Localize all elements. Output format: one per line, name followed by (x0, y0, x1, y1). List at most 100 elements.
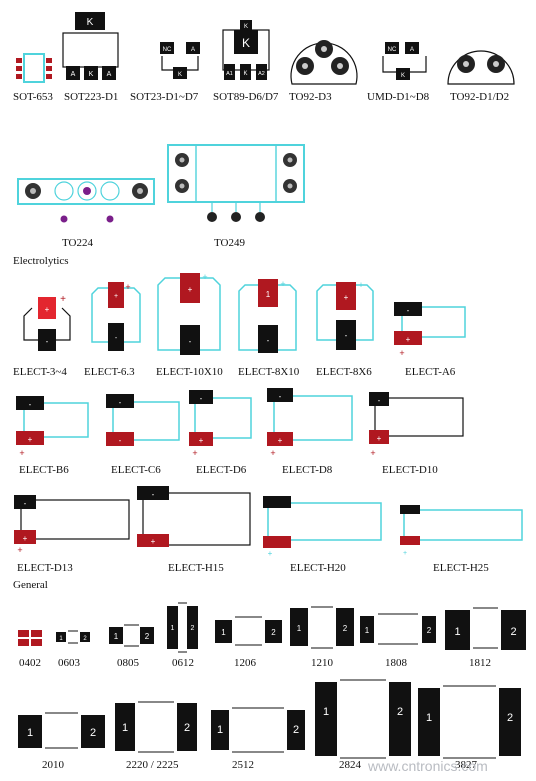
svg-text:K: K (243, 71, 247, 77)
pad (140, 627, 154, 644)
svg-text:+: + (114, 293, 118, 300)
svg-text:-: - (46, 337, 49, 346)
c0612-footprint: 1 2 (167, 602, 198, 653)
svg-text:K: K (89, 71, 94, 78)
via (60, 215, 68, 223)
svg-text:A: A (107, 71, 112, 78)
electd13-footprint: - + + (14, 495, 130, 555)
svg-text:2: 2 (510, 626, 516, 638)
pad-positive (180, 273, 200, 303)
pad (207, 212, 217, 222)
svg-text:K: K (87, 17, 94, 28)
outline (20, 499, 130, 540)
label-1210: 1210 (311, 657, 333, 669)
pad-k (84, 66, 98, 80)
svg-text:+: + (17, 545, 22, 555)
svg-text:+: + (192, 448, 197, 458)
electh15-footprint: - + (137, 486, 251, 547)
svg-text:A: A (410, 47, 414, 53)
svg-text:-: - (279, 392, 282, 401)
svg-text:1: 1 (122, 722, 128, 734)
pad-nc (160, 42, 174, 54)
svg-text:+: + (344, 293, 349, 302)
pad (16, 58, 22, 63)
label-electd8: ELECT-D8 (282, 464, 333, 476)
electh20-footprint: + (263, 496, 382, 558)
pad (336, 608, 354, 646)
pad-negative (16, 396, 44, 410)
pad (18, 715, 42, 748)
svg-text:2: 2 (191, 625, 195, 632)
label-sot223: SOT223-D1 (64, 91, 119, 103)
svg-text:2: 2 (83, 636, 87, 642)
outline (142, 492, 251, 546)
c1206-footprint: 1 2 (215, 616, 282, 646)
pad (290, 608, 308, 646)
pad (389, 682, 411, 756)
svg-text:A2: A2 (258, 71, 265, 77)
label-elect810: ELECT-8X10 (238, 366, 300, 378)
pad-negative (258, 325, 278, 353)
sot89-footprint: K K A1 K A2 (222, 20, 270, 80)
pad-negative (137, 486, 169, 500)
svg-text:A: A (71, 71, 76, 78)
pad-k-top (240, 20, 252, 30)
to249-footprint (167, 144, 305, 222)
outline (112, 401, 180, 441)
c0805-footprint: 1 2 (109, 624, 154, 647)
label-electa6: ELECT-A6 (405, 366, 456, 378)
svg-text:+: + (280, 279, 285, 289)
svg-text:1: 1 (454, 626, 460, 638)
c1210-footprint: 1 2 (290, 606, 354, 649)
svg-text:1: 1 (426, 712, 432, 724)
to92d3-footprint (290, 40, 358, 85)
pad-positive (267, 432, 293, 446)
outline (157, 277, 221, 351)
pad-positive (106, 432, 134, 446)
pad-negative (106, 394, 134, 408)
pad (115, 703, 135, 751)
svg-text:2: 2 (271, 628, 276, 637)
pad (100, 181, 120, 201)
outline (91, 287, 141, 343)
pad-positive (394, 331, 422, 345)
label-electd6: ELECT-D6 (196, 464, 247, 476)
label-0603: 0603 (58, 657, 80, 669)
via (106, 215, 114, 223)
pad (187, 606, 198, 649)
pad (46, 58, 52, 63)
pad (54, 181, 74, 201)
svg-text:-: - (119, 398, 122, 407)
svg-text:+: + (199, 436, 204, 445)
sot23-footprint: NC A K (160, 42, 200, 79)
elect34-footprint: + + - (23, 294, 71, 351)
svg-text:1: 1 (59, 636, 63, 642)
pad (46, 74, 52, 79)
svg-text:-: - (200, 394, 203, 403)
svg-text:2: 2 (507, 712, 513, 724)
pad-a (405, 42, 419, 54)
outline (273, 395, 353, 441)
sot653-footprint (16, 53, 52, 83)
svg-text:+: + (406, 335, 411, 344)
label-2512: 2512 (232, 759, 254, 771)
pad-positive (336, 282, 356, 310)
svg-text:+: + (151, 537, 156, 546)
svg-text:+: + (125, 282, 130, 292)
electd8-footprint: - + + (267, 388, 353, 458)
pad (46, 66, 52, 71)
svg-text:K: K (244, 24, 248, 30)
pad-negative (108, 323, 124, 351)
outline (62, 32, 119, 68)
svg-text:2: 2 (397, 706, 403, 718)
pad-a (102, 66, 116, 80)
c1808-footprint: 1 2 (360, 613, 436, 645)
elect810-footprint: 1 + - (238, 279, 297, 353)
svg-text:-: - (407, 306, 410, 315)
pad-k (396, 68, 410, 80)
watermark: www.cntronics.com (368, 758, 488, 774)
electb6-footprint: - + + (16, 396, 89, 458)
pad-negative (38, 329, 56, 351)
svg-text:-: - (115, 335, 118, 342)
